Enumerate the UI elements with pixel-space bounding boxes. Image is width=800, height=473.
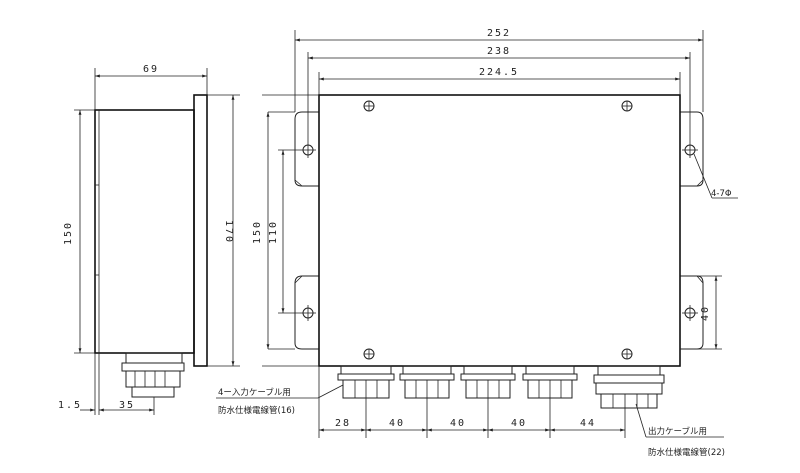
side-cable-gland — [121, 352, 185, 398]
dim-side-depth: 69 — [143, 64, 159, 75]
side-body — [94, 109, 195, 354]
dim-side-offset: 1.5 — [58, 400, 82, 411]
cover-screw — [363, 348, 375, 360]
output-cable-note: 出力ケーブル用 — [648, 426, 707, 437]
dim-gland-pitch: 40 — [389, 418, 405, 429]
dim-gland-pitch: 40 — [511, 418, 527, 429]
input-cable-gland — [337, 365, 395, 399]
dim-gland-pitch: 28 — [335, 418, 351, 429]
dim-gland-pitch: 40 — [450, 418, 466, 429]
flange-top-right — [680, 111, 704, 187]
mounting-hole — [300, 305, 316, 321]
input-cable-note: 4ー入力ケーブル用 — [218, 387, 291, 398]
hole-note: 4-7Φ — [711, 189, 732, 199]
input-conduit-note: 防水仕様電線管(16) — [218, 405, 295, 416]
dim-side-gland: 35 — [119, 400, 135, 411]
dim-gland-pitch: 44 — [580, 418, 596, 429]
dim-body-width: 224.5 — [479, 67, 519, 78]
input-cable-gland — [522, 365, 578, 399]
flange-top-left — [294, 111, 319, 187]
dim-front-height: 150 — [252, 220, 263, 244]
output-cable-gland — [593, 365, 665, 409]
dim-right-offset: 40 — [700, 305, 711, 321]
dim-side-height: 150 — [63, 221, 74, 245]
dim-flange-pitch: 238 — [487, 46, 511, 57]
mounting-hole — [300, 142, 316, 158]
mounting-hole — [682, 305, 698, 321]
output-conduit-note: 防水仕様電線管(22) — [648, 447, 725, 458]
dim-side-flange-height: 170 — [223, 220, 234, 244]
input-cable-gland — [460, 365, 516, 399]
cover-screw — [363, 100, 375, 112]
dim-hole-pitch: 110 — [268, 220, 279, 244]
input-cable-gland — [399, 365, 455, 399]
mounting-hole — [682, 142, 698, 158]
dim-total-width: 252 — [487, 28, 511, 39]
side-flange — [193, 94, 208, 367]
front-body — [318, 94, 681, 367]
front-view: 252 238 224.5 150 110 40 4-7Φ — [216, 28, 738, 458]
flange-bottom-left — [294, 275, 319, 350]
cover-screw — [621, 100, 633, 112]
cover-screw — [621, 348, 633, 360]
side-view: 69 150 170 1.5 35 — [58, 64, 240, 415]
